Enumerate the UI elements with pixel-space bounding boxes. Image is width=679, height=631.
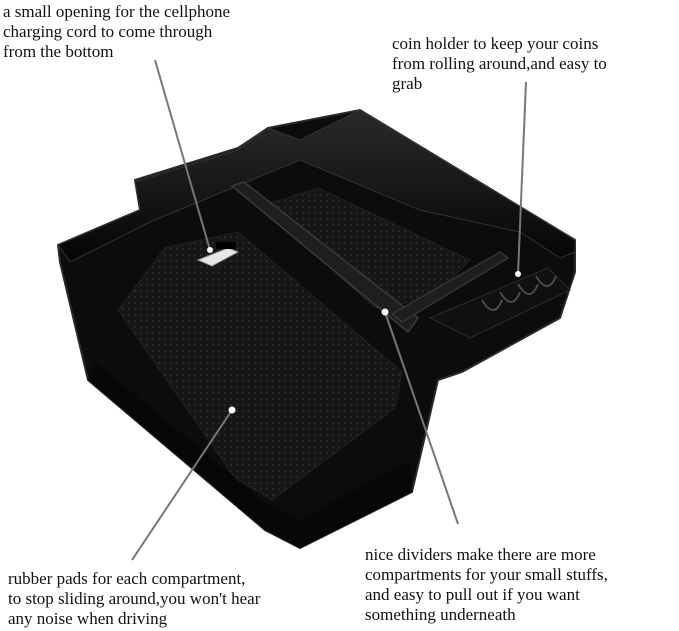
coin-holder-pointer-line — [517, 81, 527, 275]
callout-coin-holder: coin holder to keep your coins from roll… — [392, 34, 607, 93]
cord-opening — [196, 247, 240, 267]
callout-rubber-pads: rubber pads for each compartment, to sto… — [8, 569, 261, 628]
divider-pointer-line — [384, 311, 459, 525]
coin-holder-marker — [515, 271, 521, 277]
coin-holder-slots — [428, 267, 571, 339]
callout-markers — [207, 247, 521, 414]
opening-marker — [207, 247, 213, 253]
large-compartment-rubber-mat — [117, 231, 403, 501]
rubber-pad-marker — [228, 406, 236, 414]
upper-compartment-rubber-mat — [261, 187, 471, 309]
callout-cord-opening: a small opening for the cellphone chargi… — [3, 2, 231, 61]
tray-front-wall — [88, 362, 412, 548]
rubber-pad-pointer-line — [131, 409, 233, 561]
opening-pointer-line — [154, 59, 211, 251]
cross-divider — [390, 251, 510, 323]
cord-slot — [216, 242, 236, 249]
callout-pointer-lines — [131, 59, 527, 561]
callout-dividers: nice dividers make there are more compar… — [365, 545, 608, 624]
divider-marker — [381, 308, 389, 316]
removable-divider — [230, 181, 420, 334]
